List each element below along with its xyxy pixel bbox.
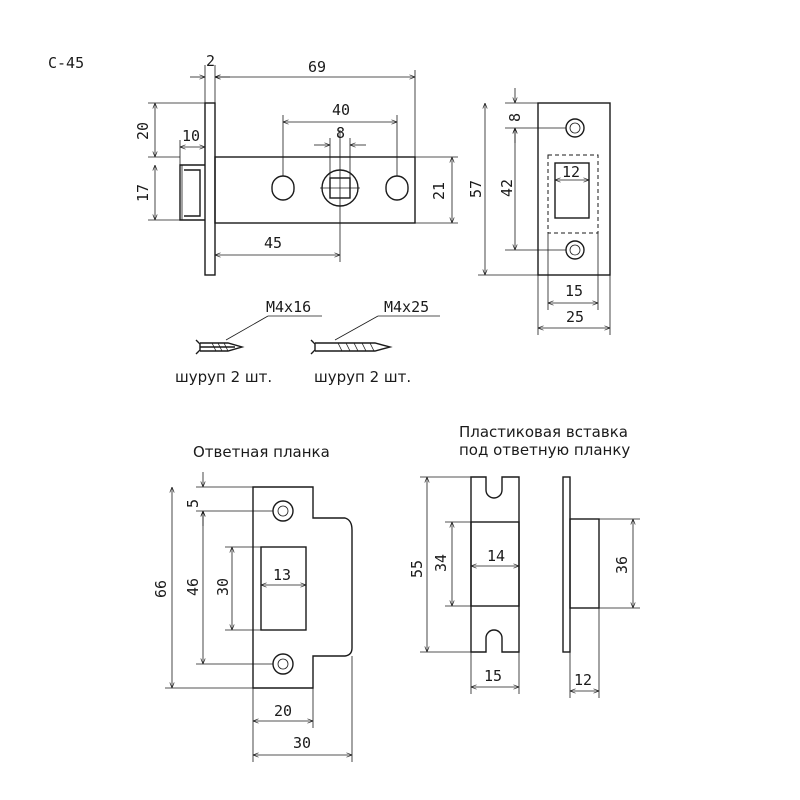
latch-view: 2 69 40 8 20 10 17 45 2 <box>134 52 458 276</box>
faceplate-dim-height: 57 <box>467 180 485 198</box>
dim-backset: 45 <box>264 234 282 252</box>
screw-short-spec: M4x16 <box>266 298 311 316</box>
insert-title-line2: под ответную планку <box>459 441 630 459</box>
dim-hole-spacing: 40 <box>332 101 350 119</box>
faceplate-dim-inner-width: 15 <box>565 282 583 300</box>
faceplate-dim-width: 25 <box>566 308 584 326</box>
screw-long-caption: шуруп 2 шт. <box>314 368 411 386</box>
strike-dim-inner-width: 20 <box>274 702 292 720</box>
dim-tongue-height: 17 <box>134 184 152 202</box>
dim-spindle: 8 <box>336 124 345 142</box>
strike-dim-hole-offset: 5 <box>184 499 202 508</box>
strike-dim-width: 30 <box>293 734 311 752</box>
strike-plate-title: Ответная планка <box>193 443 330 461</box>
insert-dim-side-height: 36 <box>613 556 631 574</box>
insert-dim-inner-height: 34 <box>432 554 450 572</box>
strike-dim-hole-distance: 46 <box>184 578 202 596</box>
dim-tongue-depth: 10 <box>182 127 200 145</box>
plastic-insert-view: Пластиковая вставка под ответную планку … <box>408 423 640 698</box>
screw-short: M4x16 шуруп 2 шт. <box>175 298 322 386</box>
dim-total-length: 69 <box>308 58 326 76</box>
strike-dim-height: 66 <box>152 580 170 598</box>
strike-dim-window-width: 13 <box>273 566 291 584</box>
faceplate-dim-window: 12 <box>562 163 580 181</box>
dim-faceplate-thickness: 2 <box>206 52 215 70</box>
faceplate-dim-hole-offset: 8 <box>506 113 524 122</box>
screw-slot <box>385 175 409 201</box>
dim-body-height: 21 <box>430 182 448 200</box>
insert-dim-inner-width: 14 <box>487 547 505 565</box>
screw-long: M4x25 шуруп 2 шт. <box>310 298 440 386</box>
insert-dim-width: 15 <box>484 667 502 685</box>
insert-title-line1: Пластиковая вставка <box>459 423 628 441</box>
insert-dim-height: 55 <box>408 560 426 578</box>
dim-tongue-offset: 20 <box>134 122 152 140</box>
faceplate-view: 8 42 57 12 15 25 <box>467 88 611 335</box>
model-label: C-45 <box>48 54 84 72</box>
strike-dim-window-height: 30 <box>214 578 232 596</box>
screw-slot <box>271 175 295 201</box>
screw-long-spec: M4x25 <box>384 298 429 316</box>
faceplate-dim-hole-distance: 42 <box>498 179 516 197</box>
insert-dim-side-depth: 12 <box>574 671 592 689</box>
screw-short-caption: шуруп 2 шт. <box>175 368 272 386</box>
strike-plate-view: Ответная планка 5 66 46 30 13 20 <box>152 443 353 762</box>
